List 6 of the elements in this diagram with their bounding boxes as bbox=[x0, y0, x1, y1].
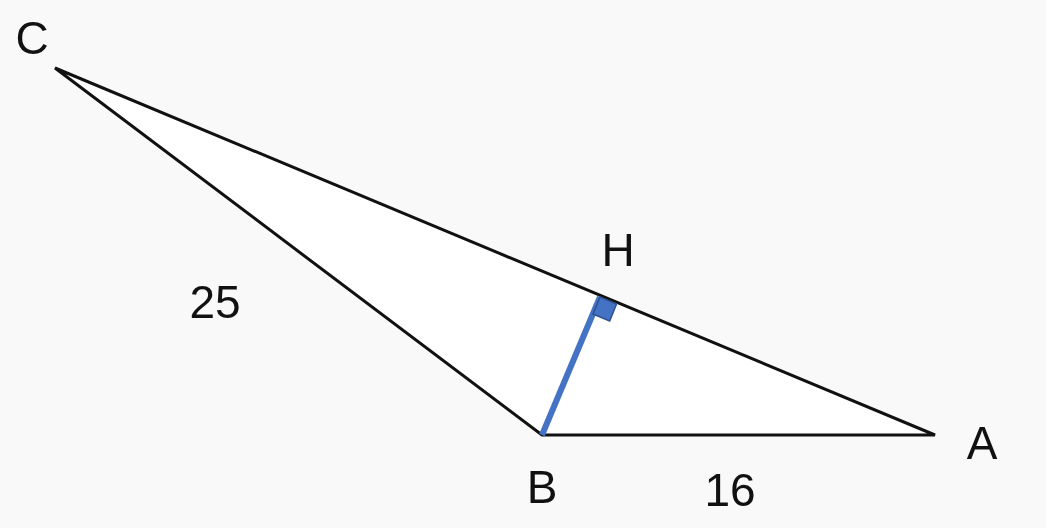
point-label: C bbox=[15, 15, 49, 61]
side-length-label: 25 bbox=[189, 279, 241, 325]
point-label: H bbox=[601, 227, 635, 273]
point-label: A bbox=[966, 420, 998, 466]
side-length-label: 16 bbox=[704, 467, 756, 513]
point-label: B bbox=[526, 464, 558, 510]
